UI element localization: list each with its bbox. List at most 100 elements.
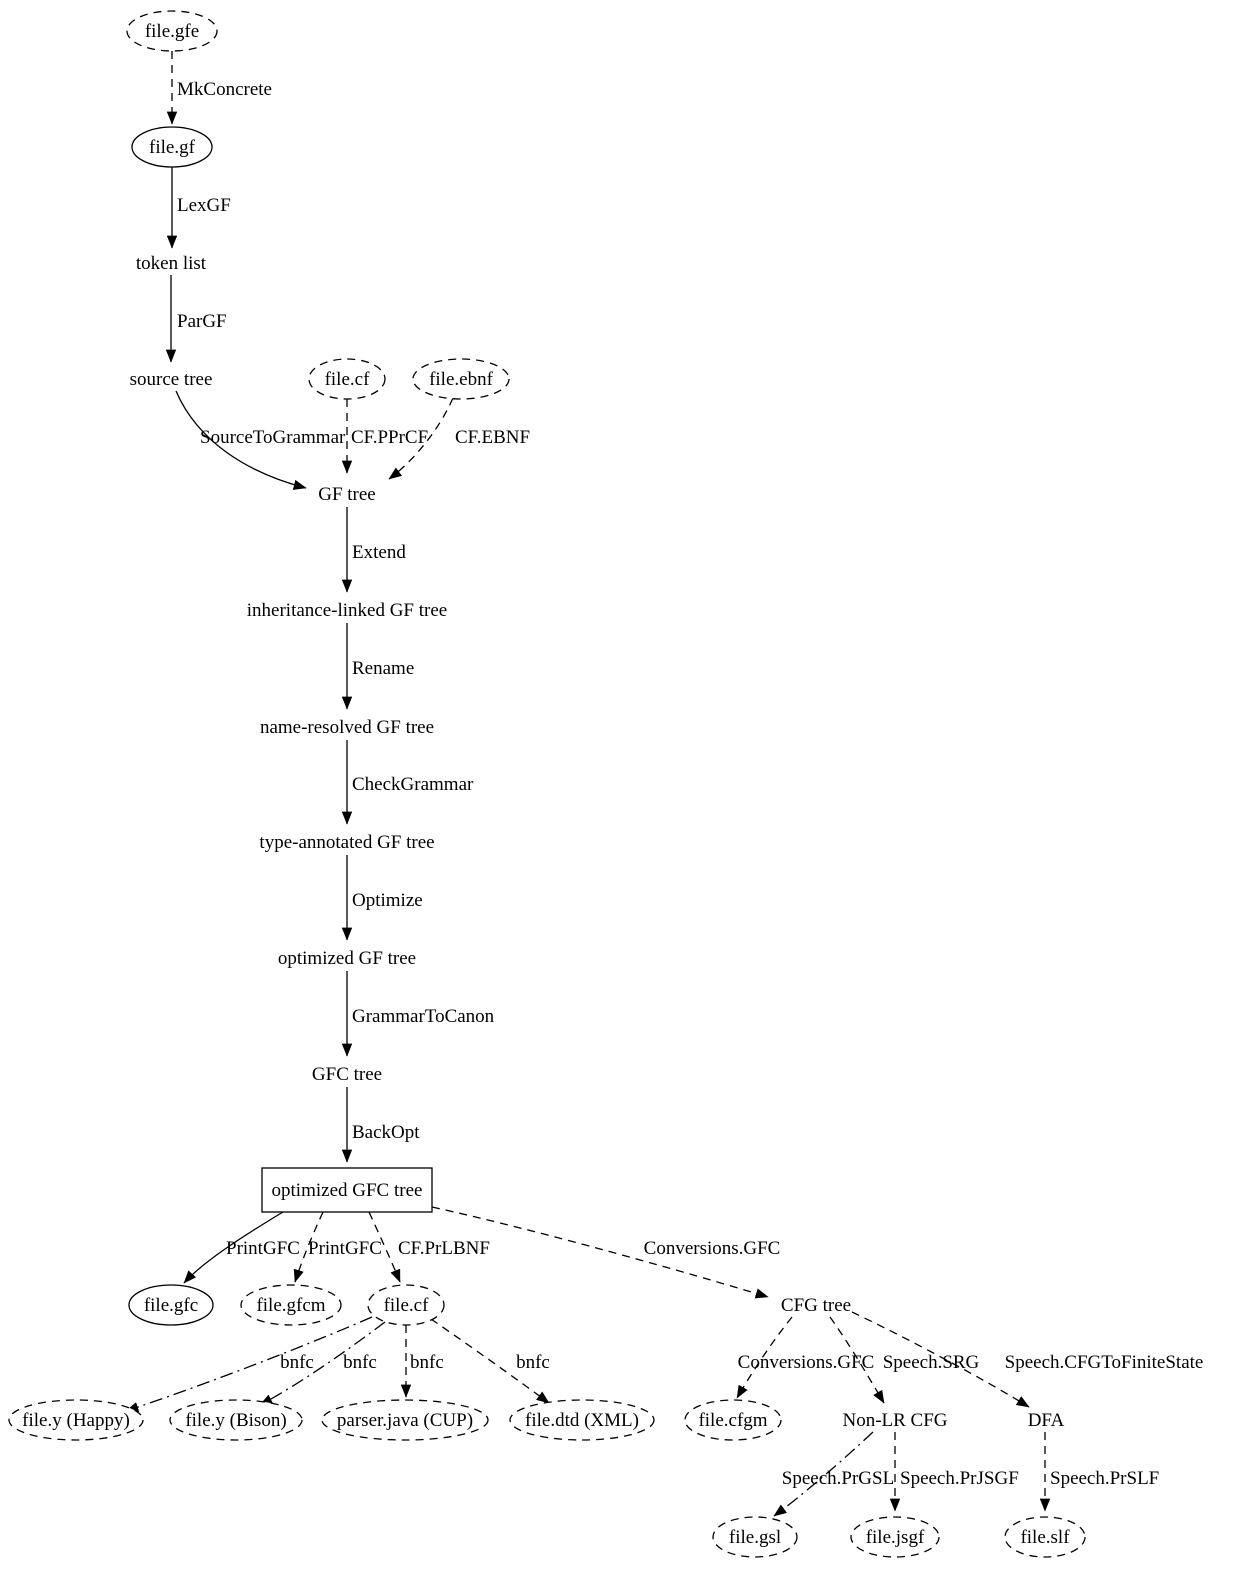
edge-label-gfc-tree-to-optimized-gfc-tree: BackOpt: [352, 1122, 420, 1143]
node-file-gf: file.gf: [131, 126, 213, 168]
node-shape-file-jsgf: [850, 1516, 940, 1558]
node-parser-java-cup: parser.java (CUP): [321, 1399, 489, 1441]
edge-optimized-gfc-tree-to-cfg-tree: [431, 1206, 769, 1299]
node-name-resolved-gf-tree: name-resolved GF tree: [260, 717, 434, 738]
node-label-optimized-gfc-tree: optimized GFC tree: [272, 1180, 423, 1201]
node-shape-file-gsl: [712, 1516, 798, 1558]
node-type-annotated-gf-tree: type-annotated GF tree: [259, 832, 434, 853]
node-file-jsgf: file.jsgf: [850, 1516, 940, 1558]
edge-label-file-cf-bottom-to-parser-java-cup: bnfc: [410, 1352, 444, 1373]
node-shape-file-gfcm: [240, 1284, 342, 1326]
node-label-parser-java-cup: parser.java (CUP): [337, 1410, 473, 1431]
edge-label-file-cf-bottom-to-file-y-bison: bnfc: [343, 1352, 377, 1373]
node-shape-optimized-gfc-tree: [261, 1167, 433, 1213]
node-label-file-gsl: file.gsl: [729, 1527, 781, 1548]
node-gfc-tree: GFC tree: [312, 1064, 382, 1085]
node-file-y-bison: file.y (Bison): [169, 1399, 303, 1441]
node-label-file-gfc: file.gfc: [144, 1295, 198, 1316]
node-label-name-resolved-gf-tree: name-resolved GF tree: [260, 717, 434, 738]
node-label-cfg-tree: CFG tree: [781, 1295, 851, 1316]
edge-optimized-gfc-tree-to-file-cf-bottom: [368, 1211, 401, 1283]
node-label-file-y-happy: file.y (Happy): [22, 1410, 130, 1431]
node-label-type-annotated-gf-tree: type-annotated GF tree: [259, 832, 434, 853]
node-label-file-jsgf: file.jsgf: [866, 1527, 925, 1548]
edge-label-non-lr-cfg-to-file-jsgf: Speech.PrJSGF: [900, 1468, 1019, 1489]
node-file-slf: file.slf: [1004, 1516, 1086, 1558]
edge-label-type-annotated-gf-tree-to-optimized-gf-tree: Optimize: [352, 890, 423, 911]
node-file-cfgm: file.cfgm: [684, 1399, 782, 1441]
node-label-gf-tree: GF tree: [318, 484, 376, 505]
edge-optimized-gfc-tree-to-file-gfc: [183, 1211, 284, 1284]
node-label-optimized-gf-tree: optimized GF tree: [278, 948, 416, 969]
node-shape-file-y-happy: [8, 1399, 144, 1441]
edge-label-file-cf-top-to-gf-tree: CF.PPrCF: [351, 427, 428, 448]
node-gf-tree: GF tree: [318, 484, 376, 505]
edge-file-cf-bottom-to-file-y-bison: [259, 1321, 386, 1406]
node-label-inheritance-linked-gf-tree: inheritance-linked GF tree: [247, 600, 447, 621]
node-label-file-gf: file.gf: [149, 137, 196, 158]
node-shape-file-y-bison: [169, 1399, 303, 1441]
node-source-tree: source tree: [130, 369, 213, 390]
edge-label-file-gf-to-token-list: LexGF: [177, 195, 231, 216]
node-label-file-y-bison: file.y (Bison): [185, 1410, 286, 1431]
node-shape-file-cf-top: [308, 358, 386, 400]
node-file-cf-top: file.cf: [308, 358, 386, 400]
node-label-token-list: token list: [136, 253, 207, 274]
edge-label-token-list-to-source-tree: ParGF: [177, 311, 227, 332]
edge-file-cf-bottom-to-file-dtd-xml: [430, 1318, 550, 1404]
node-file-gfc: file.gfc: [128, 1284, 214, 1326]
node-shape-parser-java-cup: [321, 1399, 489, 1441]
edge-label-optimized-gfc-tree-to-file-cf-bottom: CF.PrLBNF: [398, 1238, 490, 1259]
node-label-gfc-tree: GFC tree: [312, 1064, 382, 1085]
edge-label-optimized-gfc-tree-to-file-gfc: PrintGFC: [226, 1238, 300, 1259]
node-token-list: token list: [136, 253, 207, 274]
node-label-file-cf-bottom: file.cf: [384, 1295, 430, 1316]
node-file-y-happy: file.y (Happy): [8, 1399, 144, 1441]
node-label-file-ebnf: file.ebnf: [429, 369, 494, 390]
edge-label-gf-tree-to-inheritance-linked-gf-tree: Extend: [352, 542, 406, 563]
node-optimized-gfc-tree: optimized GFC tree: [261, 1167, 433, 1213]
edge-label-inheritance-linked-gf-tree-to-name-resolved-gf-tree: Rename: [352, 658, 414, 679]
node-label-source-tree: source tree: [130, 369, 213, 390]
node-inheritance-linked-gf-tree: inheritance-linked GF tree: [247, 600, 447, 621]
node-file-gfcm: file.gfcm: [240, 1284, 342, 1326]
edge-label-source-tree-to-gf-tree: SourceToGrammar: [200, 427, 346, 448]
node-label-file-gfe: file.gfe: [145, 21, 199, 42]
edge-label-optimized-gfc-tree-to-file-gfcm: PrintGFC: [308, 1238, 382, 1259]
node-shape-file-gf: [131, 126, 213, 168]
edge-cfg-tree-to-non-lr-cfg: [829, 1316, 885, 1404]
node-label-non-lr-cfg: Non-LR CFG: [842, 1410, 947, 1431]
node-file-gsl: file.gsl: [712, 1516, 798, 1558]
edge-label-file-ebnf-to-gf-tree: CF.EBNF: [455, 427, 530, 448]
edge-label-optimized-gf-tree-to-gfc-tree: GrammarToCanon: [352, 1006, 495, 1027]
edge-label-file-cf-bottom-to-file-y-happy: bnfc: [280, 1352, 314, 1373]
node-label-file-cfgm: file.cfgm: [698, 1410, 767, 1431]
node-file-cf-bottom: file.cf: [367, 1284, 445, 1326]
node-shape-file-cfgm: [684, 1399, 782, 1441]
edge-label-optimized-gfc-tree-to-cfg-tree: Conversions.GFC: [644, 1238, 781, 1259]
edge-label-file-cf-bottom-to-file-dtd-xml: bnfc: [516, 1352, 550, 1373]
node-cfg-tree: CFG tree: [781, 1295, 851, 1316]
node-optimized-gf-tree: optimized GF tree: [278, 948, 416, 969]
node-label-dfa: DFA: [1028, 1410, 1065, 1431]
node-shape-file-dtd-xml: [509, 1399, 655, 1441]
nodes-layer: file.gfe file.gf token list source tree file…: [8, 10, 1086, 1558]
node-shape-file-cf-bottom: [367, 1284, 445, 1326]
edge-label-cfg-tree-to-file-cfgm: Conversions.GFC: [738, 1352, 875, 1373]
edge-file-cf-bottom-to-file-y-happy: [125, 1316, 373, 1413]
node-file-gfe: file.gfe: [126, 10, 218, 52]
node-shape-file-ebnf: [412, 358, 510, 400]
edge-label-name-resolved-gf-tree-to-type-annotated-gf-tree: CheckGrammar: [352, 774, 474, 795]
edge-cfg-tree-to-file-cfgm: [736, 1316, 793, 1399]
edge-label-cfg-tree-to-dfa: Speech.CFGToFiniteState: [1005, 1352, 1204, 1373]
node-label-file-slf: file.slf: [1020, 1527, 1070, 1548]
node-label-file-gfcm: file.gfcm: [256, 1295, 325, 1316]
node-label-file-dtd-xml: file.dtd (XML): [525, 1410, 639, 1431]
node-file-dtd-xml: file.dtd (XML): [509, 1399, 655, 1441]
edge-optimized-gfc-tree-to-file-gfcm: [293, 1211, 324, 1283]
edge-label-cfg-tree-to-non-lr-cfg: Speech.SRG: [883, 1352, 980, 1373]
node-non-lr-cfg: Non-LR CFG: [842, 1410, 947, 1431]
node-shape-file-gfc: [128, 1284, 214, 1326]
